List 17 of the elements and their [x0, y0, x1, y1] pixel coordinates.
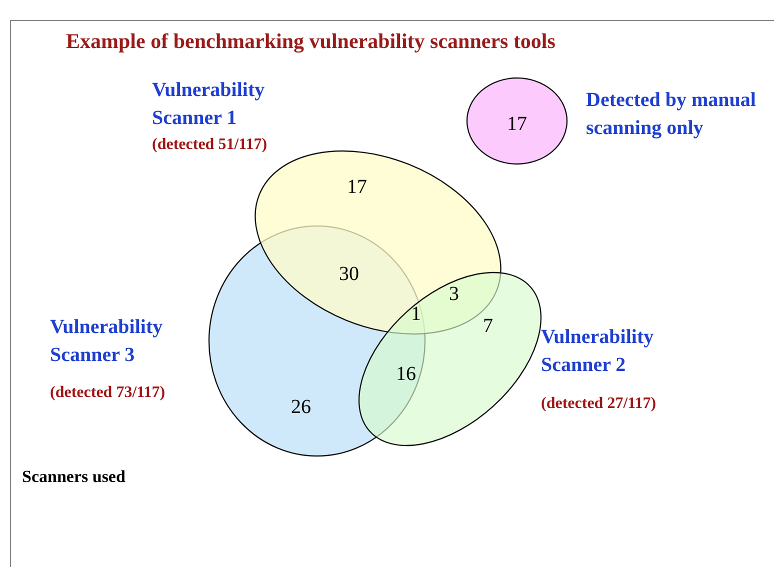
count-label: 17 [506, 112, 528, 137]
set-name: Vulnerability Scanner 3 [50, 315, 164, 368]
detection-count: (detected 51/117) [152, 135, 268, 155]
list-heading: Scanners used [22, 466, 126, 488]
count-label: 7 [483, 314, 493, 339]
count-label: 16 [396, 362, 416, 387]
detection-count: (detected 73/117) [50, 383, 166, 403]
count-label: 1 [411, 302, 421, 327]
detection-count: (detected 27/117) [541, 394, 658, 414]
count-label: 17 [347, 175, 367, 200]
count-label: 30 [339, 262, 359, 287]
title: Example of benchmarking vulnerability scanners tools [66, 28, 556, 55]
set-name: Vulnerability Scanner 1 [152, 78, 266, 131]
count-label: 3 [449, 282, 459, 307]
count-label: 26 [291, 395, 311, 420]
set-name: Vulnerability Scanner 2 [541, 325, 655, 378]
set-name: Detected by manual scanning only [586, 88, 756, 141]
